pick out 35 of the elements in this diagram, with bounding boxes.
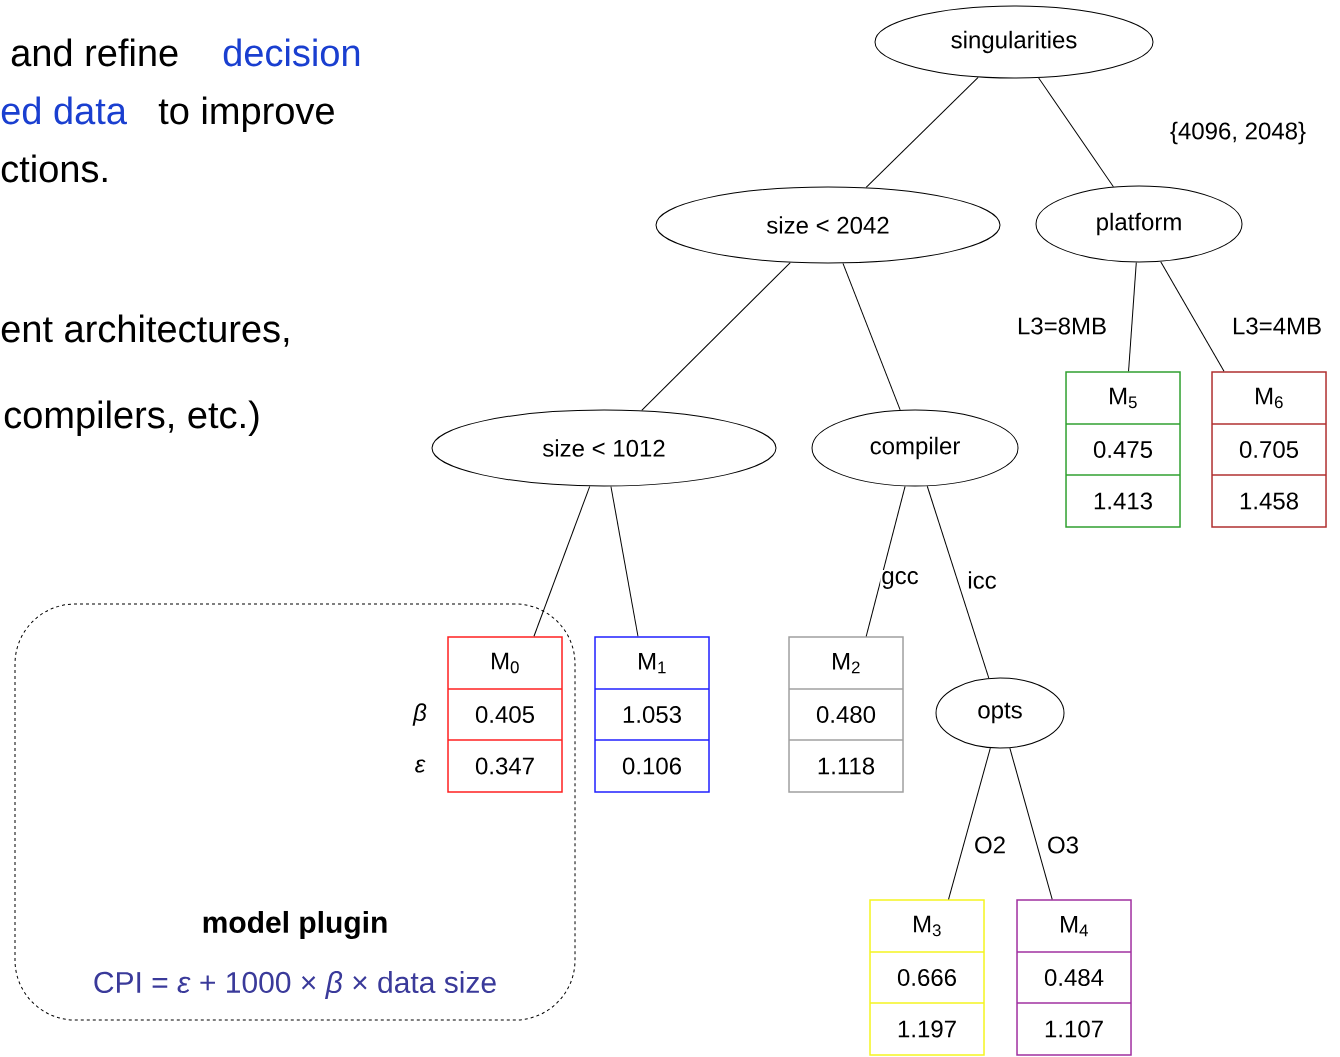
paragraph-text: and refine — [11, 38, 178, 67]
connector-line — [533, 485, 591, 637]
side-symbol: β — [412, 703, 427, 726]
paragraph-text: ed data — [1, 96, 127, 125]
value-table: M$_{0}$ 0.405 0.347 — [447, 636, 563, 793]
edge-label: O3 — [1046, 835, 1081, 855]
connector-line — [1038, 77, 1114, 188]
connector-line — [865, 485, 906, 637]
value-table: M$_{1}$ 1.053 0.106 — [594, 636, 710, 793]
connector-line — [1009, 747, 1053, 900]
paragraph-text: to improve — [158, 96, 334, 132]
value-table: M$_{5}$ 0.475 1.413 — [1065, 371, 1181, 528]
edge-label: {4096, 2048} — [1168, 120, 1308, 146]
edge-label: icc — [966, 570, 998, 590]
connector-line — [926, 485, 990, 679]
side-symbol: ε — [415, 759, 426, 773]
paragraph-text: compilers, etc.) — [4, 400, 259, 436]
value-table: M$_{6}$ 0.705 1.458 — [1211, 371, 1327, 528]
connector-line — [610, 485, 639, 637]
paragraph-text: ctions. — [1, 154, 107, 183]
edge-label: L3=8MB — [1016, 316, 1109, 336]
edge-label: L3=4MB — [1231, 316, 1324, 336]
edge-label: gcc — [880, 570, 920, 590]
connector-line — [1160, 261, 1225, 372]
connector-line — [1128, 262, 1137, 372]
connector-line — [641, 262, 791, 411]
connector-line — [948, 747, 991, 900]
value-table: M$_{4}$ 0.484 1.107 — [1016, 899, 1132, 1056]
edge-label: O2 — [973, 835, 1007, 855]
paragraph-text: decision — [223, 38, 360, 67]
value-table: M$_{3}$ 0.666 1.197 — [869, 899, 985, 1056]
value-table: M$_{2}$ 0.480 1.118 — [788, 636, 904, 793]
connector-line — [865, 76, 979, 188]
paragraph-text: ent architectures, — [1, 314, 289, 347]
connector-line — [842, 262, 901, 411]
